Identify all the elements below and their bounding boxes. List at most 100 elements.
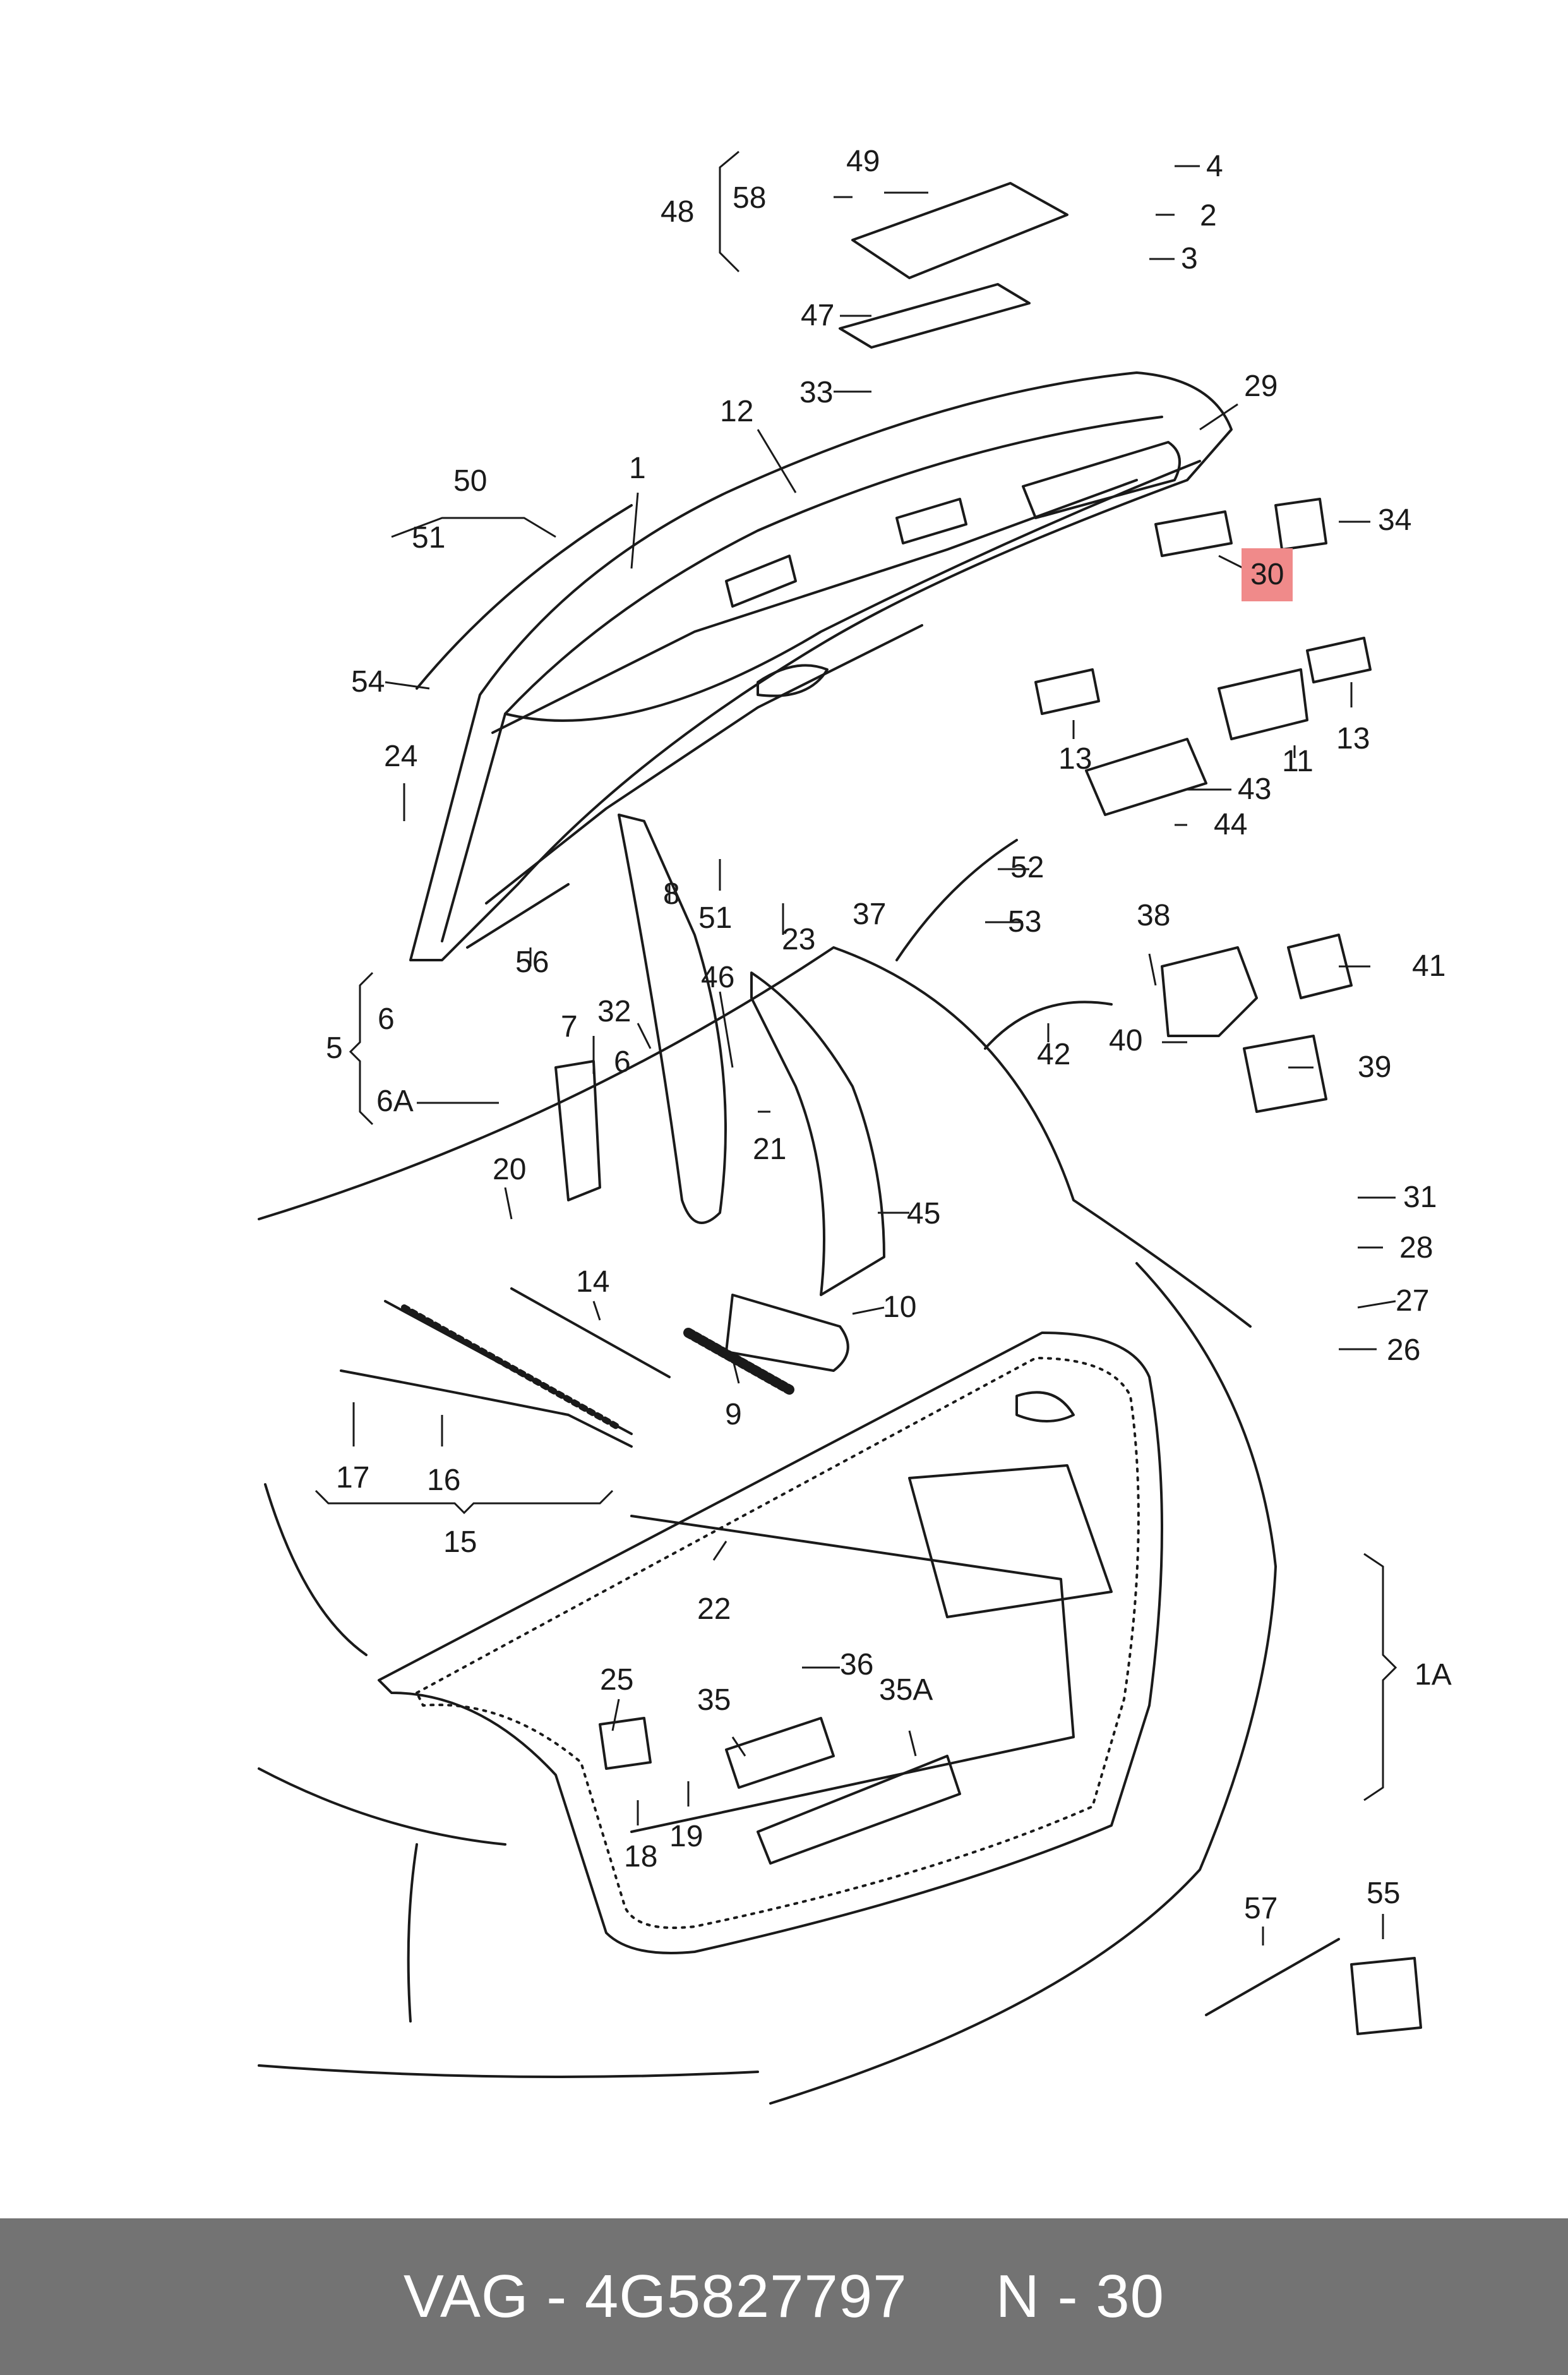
callout-13-left: 13 — [1058, 742, 1092, 776]
callout-45: 45 — [907, 1197, 941, 1230]
brand-label: VAG — [403, 2263, 529, 2330]
callout-36: 36 — [840, 1648, 874, 1681]
callout-6-small: 6 — [614, 1045, 631, 1079]
callout-44: 44 — [1214, 808, 1248, 841]
callout-12: 12 — [720, 395, 754, 428]
callout-14: 14 — [576, 1265, 610, 1299]
bracket-15 — [314, 1489, 614, 1515]
position-label: N - 30 — [995, 2263, 1165, 2330]
light-13b — [1306, 637, 1372, 683]
callout-1a: 1A — [1415, 1658, 1452, 1692]
bracket-1a — [1363, 1553, 1397, 1801]
callout-29: 29 — [1244, 370, 1278, 403]
lid-frame-rib — [491, 479, 1138, 734]
callout-16: 16 — [427, 1464, 461, 1497]
lid-oval-hole — [757, 664, 829, 697]
panel-48 — [851, 182, 1068, 279]
dash-separator: - — [546, 2263, 568, 2330]
callout-52: 52 — [1010, 851, 1044, 884]
callout-8: 8 — [663, 877, 680, 911]
tube-57 — [1205, 1938, 1340, 2016]
rear-body-top — [258, 946, 1252, 1328]
trunk-lid-inner-edge — [441, 416, 1163, 942]
callout-6a: 6A — [376, 1085, 414, 1118]
callout-20: 20 — [493, 1153, 527, 1186]
bracket-50 — [391, 517, 556, 538]
lid-strip-56 — [466, 883, 570, 949]
callout-23: 23 — [782, 923, 816, 956]
trunk-seal-outer — [378, 1332, 1163, 1954]
lid-strip-54 — [416, 504, 633, 690]
callout-1: 1 — [629, 452, 646, 485]
trunk-lid-outline — [409, 371, 1233, 961]
trunk-drain — [1015, 1391, 1075, 1422]
callout-35: 35 — [697, 1683, 731, 1717]
seal-47 — [839, 283, 1031, 349]
lid-frame-rib-2 — [485, 624, 923, 905]
callout-48: 48 — [661, 195, 695, 229]
callout-6: 6 — [378, 1002, 395, 1036]
bracket-5 — [349, 971, 374, 1126]
callout-47: 47 — [801, 299, 835, 332]
callout-7: 7 — [561, 1010, 578, 1043]
callout-17: 17 — [336, 1461, 370, 1494]
wire-52 — [895, 839, 1018, 961]
cap-39 — [1243, 1035, 1327, 1113]
callout-34: 34 — [1378, 503, 1412, 537]
plug-34 — [1274, 498, 1327, 551]
callout-28: 28 — [1399, 1231, 1433, 1265]
diagram-linework — [258, 150, 1422, 2105]
callout-35a: 35A — [879, 1673, 933, 1707]
callout-19: 19 — [669, 1820, 703, 1853]
callout-38: 38 — [1137, 899, 1171, 932]
callout-3: 3 — [1181, 242, 1198, 275]
bumper-left — [407, 1843, 418, 2023]
bracket-41 — [1287, 934, 1353, 999]
callout-21: 21 — [753, 1133, 787, 1166]
cover-10 — [725, 1294, 849, 1372]
cover-43 — [1085, 738, 1207, 816]
gas-strut-spring — [401, 1304, 622, 1431]
callout-4: 4 — [1206, 150, 1223, 183]
hinge-arm — [618, 814, 727, 1224]
lid-cutout-a — [725, 555, 797, 608]
striker-35a — [757, 1755, 961, 1865]
callout-2: 2 — [1200, 199, 1217, 232]
callout-46: 46 — [701, 961, 735, 994]
spring-9 — [683, 1328, 794, 1395]
callout-51-mid: 51 — [698, 901, 733, 935]
callout-54: 54 — [351, 665, 385, 699]
rear-quarter — [769, 1262, 1277, 2105]
callout-13-right: 13 — [1336, 722, 1370, 755]
callout-41: 41 — [1412, 949, 1446, 983]
callout-49: 49 — [846, 145, 880, 178]
callout-26: 26 — [1387, 1333, 1421, 1367]
hinge-mount — [554, 1060, 601, 1201]
callout-31: 31 — [1403, 1181, 1437, 1214]
callout-5: 5 — [326, 1031, 343, 1065]
callout-30-highlighted: 30 — [1242, 548, 1293, 601]
rear-body-line — [258, 1767, 506, 1846]
exploded-parts-diagram: 49 4 5 8 48 2 3 47 33 12 29 50 1 51 34 30… — [258, 145, 1452, 2105]
callout-27: 27 — [1396, 1284, 1430, 1318]
lid-cutout-b — [895, 498, 967, 544]
callout-53: 53 — [1008, 905, 1042, 939]
callout-22: 22 — [697, 1592, 731, 1626]
callout-56: 56 — [515, 946, 549, 979]
bracket-48 — [719, 150, 740, 273]
callout-24: 24 — [384, 740, 418, 773]
hinge-cover — [750, 971, 885, 1296]
callout-32: 32 — [597, 995, 631, 1028]
part-info-footer: VAG - 4G5827797 N - 30 — [0, 2218, 1568, 2375]
callout-50: 50 — [453, 464, 488, 498]
handle-11 — [1218, 668, 1308, 740]
bracket-35 — [725, 1717, 835, 1789]
gas-strut-rod — [510, 1287, 671, 1378]
callout-43: 43 — [1238, 773, 1272, 806]
callout-51-top: 51 — [412, 521, 446, 555]
part-number: 4G5827797 — [584, 2263, 907, 2330]
callout-57: 57 — [1244, 1892, 1278, 1925]
callout-33: 33 — [799, 376, 834, 409]
trunk-floor — [630, 1515, 1075, 1833]
callout-42: 42 — [1037, 1038, 1071, 1071]
